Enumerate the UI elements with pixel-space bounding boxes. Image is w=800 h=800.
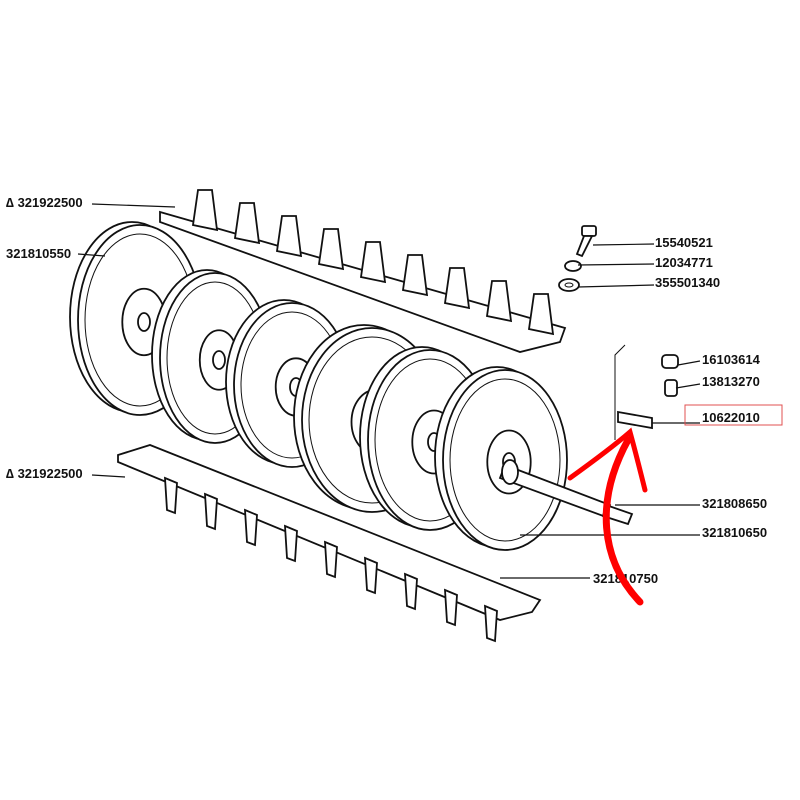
label-top-comb: ∆ 321922500 xyxy=(6,195,83,210)
label-set-screw: 13813270 xyxy=(702,374,760,389)
set-screw-icon xyxy=(664,379,678,397)
label-shaft: 321808650 xyxy=(702,496,767,511)
highlight-box xyxy=(684,404,783,426)
comb-tooth xyxy=(364,556,378,595)
comb-tooth xyxy=(164,476,178,515)
label-key: 10622010 xyxy=(702,410,760,425)
drum-stack xyxy=(69,221,568,551)
label-lock-washer: 12034771 xyxy=(655,255,713,270)
washer-icon xyxy=(558,278,580,292)
key-icon xyxy=(617,410,653,430)
label-end-plate: 321810550 xyxy=(6,246,71,261)
lock-washer-icon xyxy=(564,260,582,272)
red-arrow-annotation xyxy=(567,427,648,606)
comb-tooth xyxy=(359,241,387,284)
nut-icon xyxy=(661,354,679,369)
comb-tooth xyxy=(204,492,218,531)
label-bottom-comb: ∆ 321922500 xyxy=(6,466,83,481)
comb-tooth xyxy=(484,604,498,643)
bottom-comb-part xyxy=(117,444,542,643)
comb-tooth xyxy=(444,588,458,627)
drum-6 xyxy=(434,366,568,551)
comb-tooth xyxy=(191,189,219,232)
bolt-icon xyxy=(575,225,597,258)
housing-outline xyxy=(614,344,626,440)
comb-tooth xyxy=(284,524,298,563)
label-washer: 355501340 xyxy=(655,275,720,290)
comb-tooth xyxy=(443,267,471,310)
leader-lines xyxy=(77,203,701,579)
comb-tooth xyxy=(324,540,338,579)
comb-tooth xyxy=(244,508,258,547)
comb-tooth xyxy=(401,254,429,297)
comb-tooth xyxy=(233,202,261,245)
label-drum: 321810650 xyxy=(702,525,767,540)
label-bolt: 15540521 xyxy=(655,235,713,250)
comb-tooth xyxy=(404,572,418,611)
label-nut: 16103614 xyxy=(702,352,761,367)
comb-tooth xyxy=(527,293,555,336)
top-comb-part xyxy=(159,189,567,353)
comb-tooth xyxy=(485,280,513,323)
comb-tooth xyxy=(275,215,303,258)
comb-tooth xyxy=(317,228,345,271)
